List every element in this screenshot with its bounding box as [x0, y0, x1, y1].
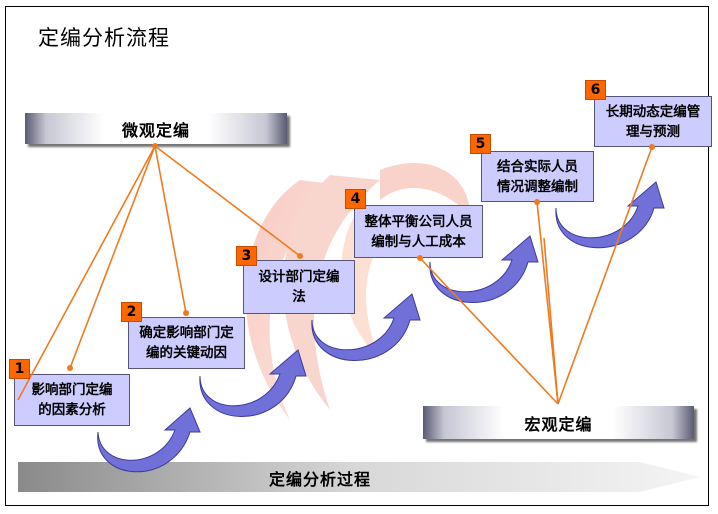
curved-arrow-3: [311, 293, 421, 361]
curved-arrow-4: [429, 235, 539, 303]
process-band: [18, 462, 700, 492]
micro-staffing-bar: 微观定编: [25, 113, 287, 144]
curved-arrows: [97, 181, 665, 473]
swirl-decoration: [245, 162, 470, 420]
connector-dots: [67, 143, 655, 371]
connector-micro-step3: [154, 145, 301, 257]
connector-macro-arrow: [543, 237, 559, 405]
page-title: 定编分析流程: [38, 26, 170, 50]
connector-micro-left: [17, 145, 156, 401]
connector-micro-step2: [154, 145, 187, 314]
curved-arrow-5: [555, 181, 665, 249]
step-badge-1: 1: [9, 359, 30, 379]
curved-arrow-1: [97, 407, 201, 473]
step-badge-2: 2: [121, 302, 142, 322]
curved-arrow-2: [199, 349, 307, 417]
connector-micro-step1: [69, 145, 156, 369]
connector-lines: [17, 145, 653, 405]
step-badge-3: 3: [236, 246, 257, 266]
step-box-3: 设计部门定编 法: [243, 260, 355, 314]
step-box-4: 整体平衡公司人员 编制与人工成本: [354, 205, 483, 258]
step-box-2: 确定影响部门定 编的关键动因: [128, 317, 245, 369]
step-box-6: 长期动态定编管 理与预测: [594, 96, 712, 147]
macro-staffing-label: 宏观定编: [524, 414, 593, 434]
step-badge-6: 6: [585, 80, 606, 100]
step-badge-5: 5: [470, 134, 491, 154]
micro-staffing-label: 微观定编: [121, 120, 190, 140]
connector-macro-step4: [419, 257, 559, 405]
macro-staffing-bar: 宏观定编: [423, 406, 694, 439]
step-badge-4: 4: [345, 189, 366, 209]
step-box-5: 结合实际人员 情况调整编制: [481, 151, 594, 202]
connector-macro-step6: [557, 146, 653, 405]
step-box-1: 影响部门定编 的因素分析: [14, 374, 130, 426]
process-label: 定编分析过程: [268, 470, 371, 489]
